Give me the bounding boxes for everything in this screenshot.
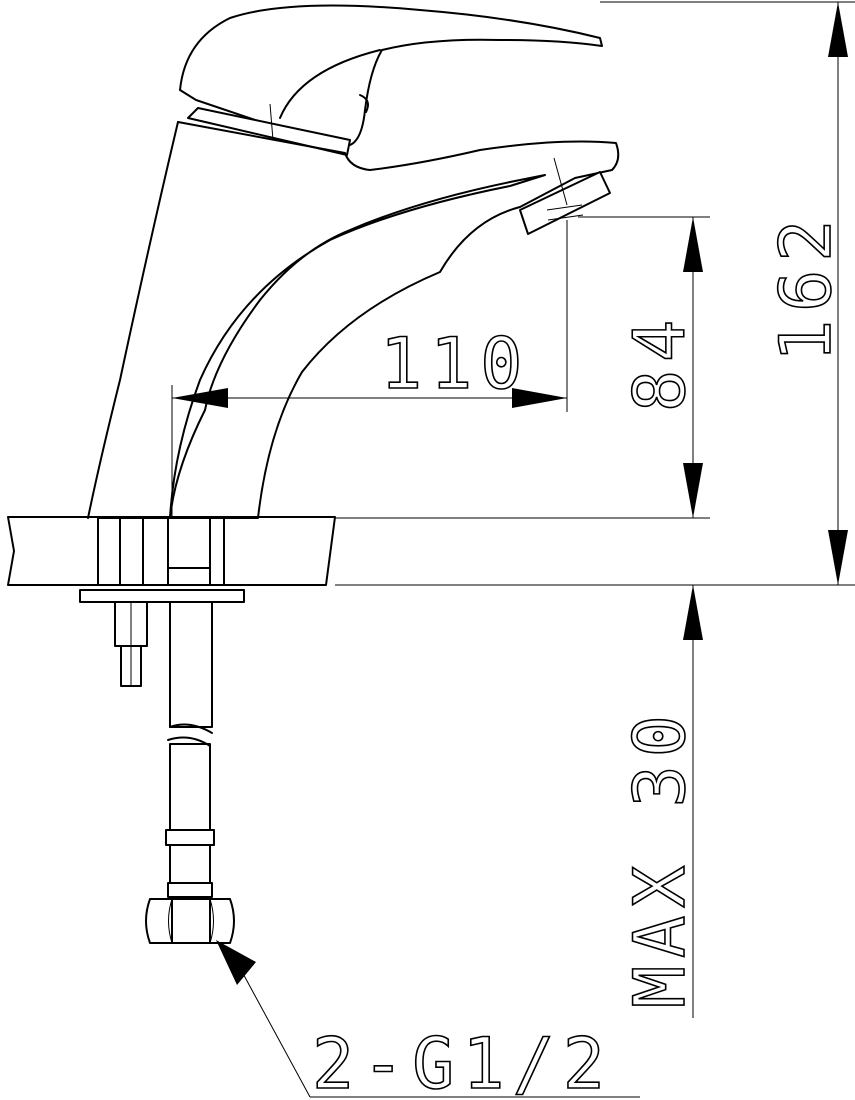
hex-nut bbox=[145, 898, 235, 944]
leader-connection: 2-G1/2 bbox=[216, 940, 640, 1100]
dim-spout-height: 84 bbox=[578, 216, 710, 518]
label-spout-height: 84 bbox=[619, 312, 701, 412]
dim-max-thickness: MAX 30 bbox=[618, 585, 703, 1018]
label-connection: 2-G1/2 bbox=[312, 1023, 613, 1100]
label-total-height: 162 bbox=[765, 212, 847, 362]
braided-hose bbox=[165, 601, 215, 898]
label-spout-reach: 110 bbox=[380, 323, 530, 405]
faucet-body bbox=[87, 4, 620, 519]
dim-spout-reach: 110 bbox=[171, 220, 568, 518]
mount-column bbox=[79, 517, 245, 603]
dim-total-height: 162 bbox=[600, 1, 855, 585]
mounting-stud bbox=[114, 601, 148, 687]
label-max-thickness: MAX 30 bbox=[619, 707, 701, 1008]
